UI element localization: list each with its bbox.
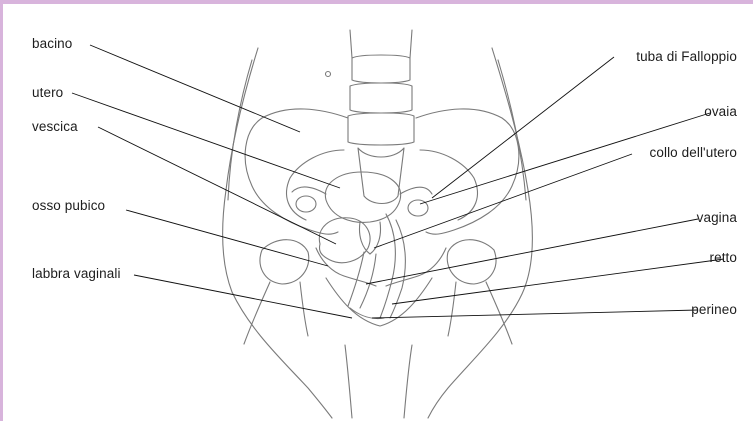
leader-tuba-di-falloppio <box>432 57 614 198</box>
body-outline-left <box>223 48 332 418</box>
bladder <box>319 218 370 263</box>
label-bacino: bacino <box>32 36 72 52</box>
label-tuba-di-falloppio: tuba di Falloppio <box>636 49 737 65</box>
vertebra-1 <box>352 55 410 83</box>
hip-socket-right <box>447 240 496 284</box>
tube-right <box>400 187 432 194</box>
iliac-right <box>416 109 519 234</box>
vertebra-3 <box>348 113 414 145</box>
vertebra-2 <box>350 83 412 113</box>
leader-retto <box>392 259 724 304</box>
inner-thigh-left <box>345 345 352 418</box>
leader-perineo <box>372 310 698 318</box>
spine-line-left <box>350 30 412 58</box>
navel-mark <box>326 72 331 77</box>
iliac-left-inner <box>287 150 344 220</box>
uterus-body <box>325 172 400 222</box>
label-vescica: vescica <box>32 119 78 135</box>
ovary-left <box>296 196 316 212</box>
label-osso-pubico: osso pubico <box>32 198 105 214</box>
label-labbra-vaginali: labbra vaginali <box>32 266 121 282</box>
femur-right <box>448 282 512 344</box>
femur-left <box>244 282 308 344</box>
iliac-left <box>245 109 348 234</box>
leader-utero <box>72 93 340 188</box>
label-collo-dell-utero: collo dell'utero <box>650 145 737 161</box>
leader-bacino <box>90 45 300 132</box>
hip-socket-left <box>260 240 309 284</box>
rectum <box>380 214 395 318</box>
leader-osso-pubico <box>126 210 328 266</box>
tube-left <box>292 187 326 194</box>
label-perineo: perineo <box>691 302 737 318</box>
pubic-bone-left <box>316 248 376 286</box>
vaginal-canal <box>348 252 364 306</box>
inner-thigh-right <box>404 345 412 418</box>
label-ovaia: ovaia <box>704 104 737 120</box>
label-retto: retto <box>709 250 737 266</box>
label-utero: utero <box>32 85 63 101</box>
label-vagina: vagina <box>697 210 737 226</box>
sacrum <box>358 148 404 204</box>
